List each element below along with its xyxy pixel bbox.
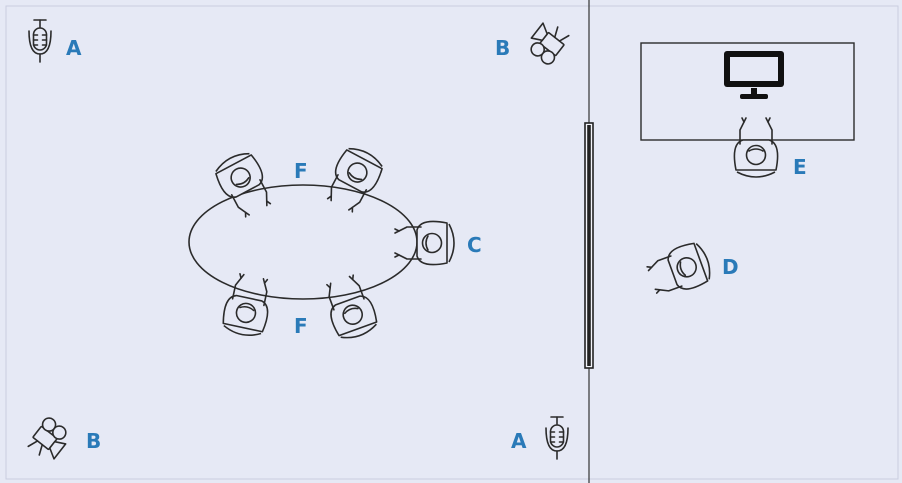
label-standalone-person: D — [722, 255, 739, 279]
monitor-icon — [724, 51, 784, 99]
label-participants-bottom: F — [294, 314, 308, 338]
label-mic-bottom: A — [511, 429, 527, 453]
label-participants-top: F — [294, 159, 308, 183]
partition-panel-core — [587, 125, 591, 366]
diagram-border — [5, 5, 899, 480]
label-mic-top-left: A — [66, 36, 82, 60]
label-chair-end: C — [467, 233, 482, 257]
meeting-table — [188, 184, 418, 300]
label-camera-bottom-left: B — [86, 429, 101, 453]
label-camera-top: B — [495, 36, 510, 60]
label-screen-presenter: E — [793, 155, 807, 179]
